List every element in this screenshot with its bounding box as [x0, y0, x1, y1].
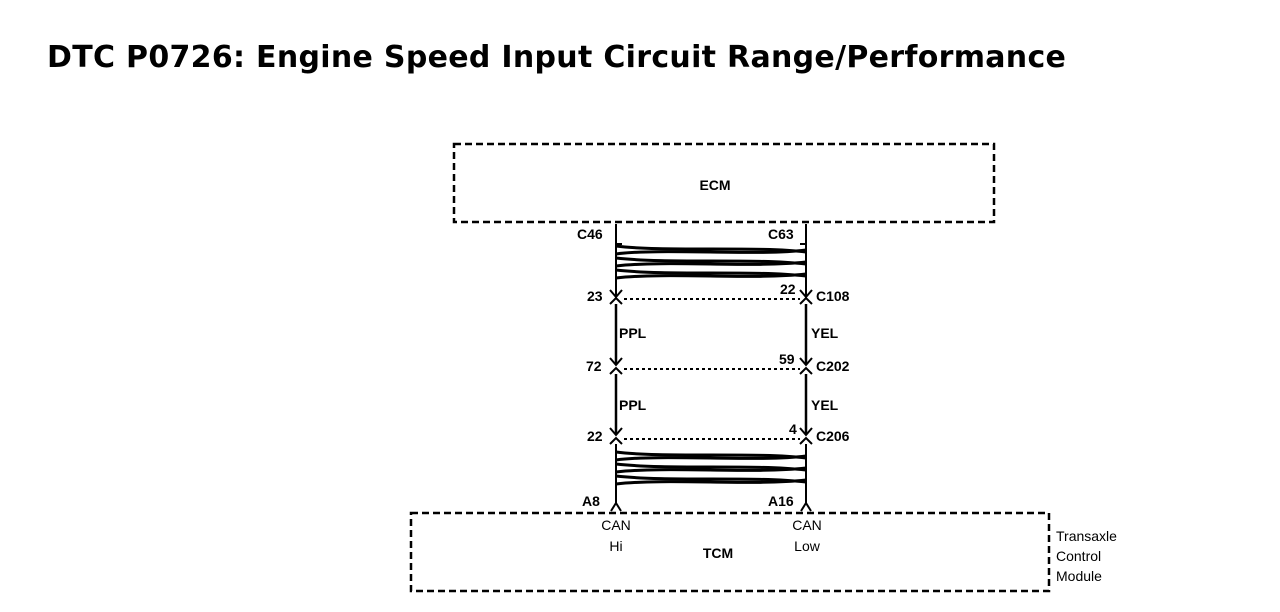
- tcm-side-label-1: Transaxle: [1056, 528, 1117, 544]
- tcm-module-box: [409, 511, 1051, 593]
- can-low-label-line1: CAN: [792, 517, 822, 533]
- left-pin-2: 72: [586, 358, 602, 374]
- tcm-label: TCM: [703, 545, 733, 561]
- ecm-module-box: [452, 142, 996, 224]
- left-pin-1: 23: [587, 288, 603, 304]
- ecm-pin-bracket-left: [615, 224, 622, 245]
- connector-c108: [609, 282, 813, 305]
- ecm-pin-bracket-right: [800, 224, 807, 245]
- twisted-pair-lower: [615, 450, 807, 486]
- left-wire-color-1: PPL: [619, 325, 647, 341]
- ecm-label: ECM: [699, 177, 730, 193]
- can-low-label-line2: Low: [794, 538, 821, 554]
- right-wire-color-2: YEL: [811, 397, 839, 413]
- tcm-pin-arrow-left: [610, 501, 622, 512]
- tcm-side-label-2: Control: [1056, 548, 1101, 564]
- left-wire-color-2: PPL: [619, 397, 647, 413]
- ecm-pin-right: C63: [768, 226, 794, 242]
- tcm-pin-arrow-right: [800, 501, 812, 512]
- connector-label-1: C108: [816, 288, 850, 304]
- right-pin-2: 59: [779, 351, 795, 367]
- left-pin-3: 22: [587, 428, 603, 444]
- connector-label-2: C202: [816, 358, 850, 374]
- right-pin-1: 22: [780, 281, 796, 297]
- can-hi-label-line1: CAN: [601, 517, 631, 533]
- tcm-pin-left: A8: [582, 493, 600, 509]
- page-title: DTC P0726: Engine Speed Input Circuit Ra…: [47, 40, 1067, 75]
- connector-label-3: C206: [816, 428, 850, 444]
- right-wire-color-1: YEL: [811, 325, 839, 341]
- ecm-pin-left: C46: [577, 226, 603, 242]
- right-pin-3: 4: [789, 421, 797, 437]
- tcm-side-label-3: Module: [1056, 568, 1102, 584]
- tcm-pin-right: A16: [768, 493, 794, 509]
- connector-c206: [609, 427, 813, 445]
- twisted-pair-upper: [615, 244, 807, 280]
- can-hi-label-line2: Hi: [609, 538, 622, 554]
- connector-c202: [609, 357, 813, 375]
